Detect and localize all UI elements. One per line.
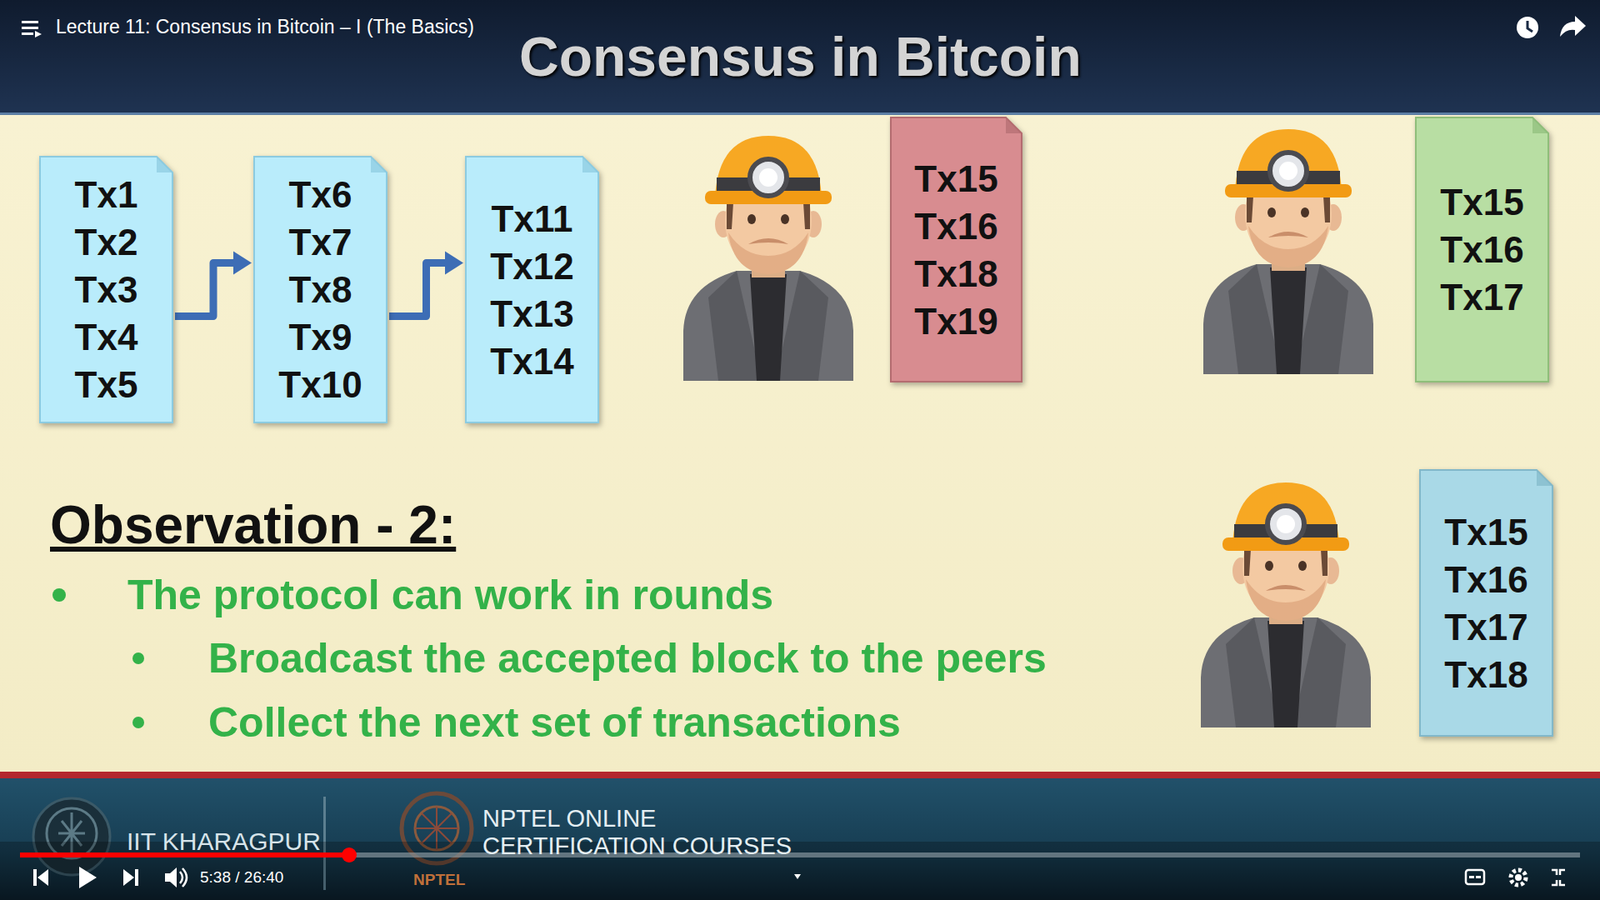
sub-bullet-point: Broadcast the accepted block to the peer… xyxy=(208,633,1047,684)
course-banner: NPTEL ONLINE xyxy=(482,804,656,834)
institute-name: IIT KHARAGPUR xyxy=(126,826,321,857)
transaction-id: Tx15 xyxy=(1444,508,1528,556)
transaction-id: Tx11 xyxy=(491,195,574,243)
block-outline xyxy=(1420,470,1553,736)
logo-text: NPTEL xyxy=(413,870,465,890)
block-content: Tx15Tx16Tx17 xyxy=(1415,116,1550,383)
transaction-id: Tx16 xyxy=(914,202,998,250)
transaction-block: Tx15Tx16Tx17Tx18 xyxy=(1419,469,1554,737)
transaction-id: Tx8 xyxy=(289,265,353,314)
transaction-id: Tx15 xyxy=(1440,178,1524,226)
transaction-id: Tx7 xyxy=(289,218,353,266)
transaction-id: Tx6 xyxy=(289,170,353,219)
transaction-id: Tx18 xyxy=(1444,650,1528,699)
transaction-id: Tx17 xyxy=(1440,273,1524,321)
transaction-id: Tx16 xyxy=(1440,225,1524,274)
transaction-block: Tx6Tx7Tx8Tx9Tx10 xyxy=(253,155,388,424)
block-content: Tx15Tx16Tx18Tx19 xyxy=(890,116,1023,383)
transaction-id: Tx15 xyxy=(914,155,998,203)
transaction-id: Tx2 xyxy=(75,218,139,266)
transaction-id: Tx1 xyxy=(75,170,139,219)
block-shape xyxy=(465,155,600,424)
transaction-block: Tx1Tx2Tx3Tx4Tx5 xyxy=(39,155,174,424)
transaction-id: Tx9 xyxy=(289,313,353,361)
transaction-block: Tx15Tx16Tx18Tx19 xyxy=(890,116,1023,383)
sub-bullet-point: Collect the next set of transactions xyxy=(208,697,901,748)
block-fold xyxy=(156,156,173,173)
time-display: 5:38 / 26:40 xyxy=(200,868,284,888)
transaction-id: Tx5 xyxy=(75,360,139,409)
transaction-id: Tx18 xyxy=(914,250,998,298)
transaction-id: Tx19 xyxy=(914,297,998,345)
block-link-arrow xyxy=(175,250,252,316)
block-content: Tx15Tx16Tx17Tx18 xyxy=(1419,469,1554,737)
block-shape xyxy=(890,116,1023,383)
transaction-id: Tx12 xyxy=(490,242,574,290)
block-content: Tx6Tx7Tx8Tx9Tx10 xyxy=(253,155,388,424)
block-fold xyxy=(1532,117,1549,134)
block-fold xyxy=(582,156,599,173)
transaction-block: Tx15Tx16Tx17 xyxy=(1415,116,1550,383)
transaction-block: Tx11Tx12Tx13Tx14 xyxy=(465,155,600,424)
block-outline xyxy=(465,156,599,423)
transaction-id: Tx17 xyxy=(1444,603,1528,651)
transaction-id: Tx3 xyxy=(75,265,139,314)
transaction-id: Tx16 xyxy=(1444,555,1528,604)
transaction-id: Tx14 xyxy=(490,337,574,385)
block-outline xyxy=(40,156,173,423)
block-content: Tx1Tx2Tx3Tx4Tx5 xyxy=(39,155,174,424)
arrow-head xyxy=(445,250,464,275)
block-fold xyxy=(1005,117,1022,134)
video-title: Lecture 11: Consensus in Bitcoin – I (Th… xyxy=(55,15,475,40)
connector-line xyxy=(175,262,235,316)
block-shape xyxy=(1419,469,1554,737)
connector-line xyxy=(389,262,447,316)
block-fold xyxy=(370,156,387,173)
transaction-id: Tx10 xyxy=(278,360,362,409)
block-link-arrow xyxy=(389,250,464,316)
bullet-point: The protocol can work in rounds xyxy=(127,570,774,620)
course-banner: CERTIFICATION COURSES xyxy=(482,831,792,861)
transaction-id: Tx13 xyxy=(490,290,574,338)
transaction-id: Tx4 xyxy=(75,313,139,361)
arrow-head xyxy=(233,250,252,275)
block-outline xyxy=(890,117,1022,382)
slide-title: Consensus in Bitcoin xyxy=(519,25,1082,89)
observation-heading: Observation - 2: xyxy=(50,493,456,558)
block-outline xyxy=(254,156,387,423)
block-fold xyxy=(1536,470,1553,486)
block-content: Tx11Tx12Tx13Tx14 xyxy=(465,155,600,424)
block-outline xyxy=(1415,117,1549,382)
